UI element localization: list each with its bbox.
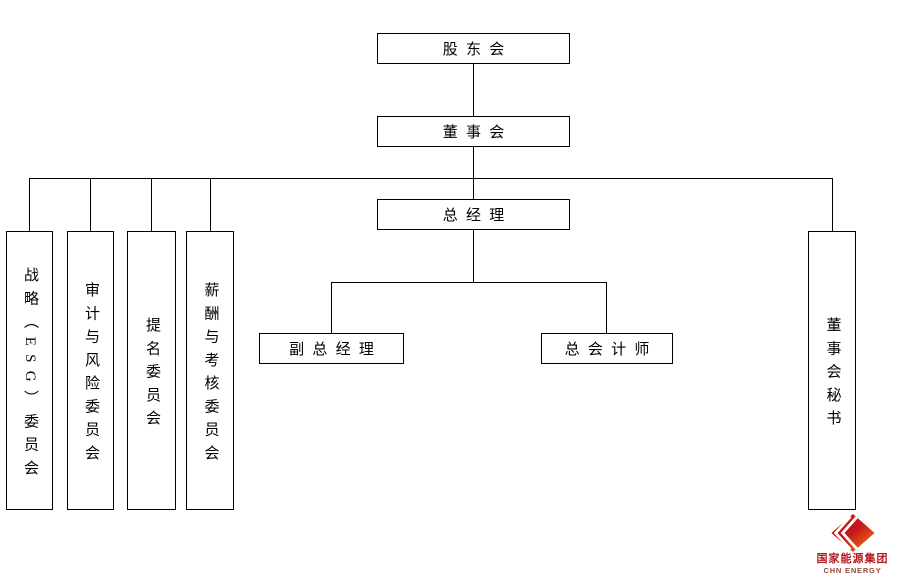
- node-nomination-committee-label: 提名委员会: [144, 316, 160, 433]
- node-compensation-assessment-committee: 薪酬与考核委员会: [186, 231, 234, 510]
- chn-energy-logo: 国家能源集团 CHN ENERGY: [805, 514, 897, 575]
- node-audit-risk-committee: 审计与风险委员会: [67, 231, 114, 510]
- node-audit-risk-committee-label: 审计与风险委员会: [83, 281, 99, 468]
- node-deputy-general-manager-label: 副总经理: [289, 342, 383, 358]
- logo-company-name-en: CHN ENERGY: [823, 566, 882, 575]
- node-shareholders-meeting-label: 股东会: [442, 42, 513, 58]
- edge-to-chief-accountant: [606, 282, 607, 333]
- node-board-of-directors-label: 董事会: [442, 125, 513, 141]
- logo-company-name-cn: 国家能源集团: [816, 553, 889, 565]
- edge-shareholders-to-board: [473, 64, 474, 116]
- edge-to-compensation-committee: [210, 178, 211, 231]
- node-board-secretary: 董事会秘书: [808, 231, 856, 510]
- edge-to-deputy-gm: [331, 282, 332, 333]
- node-general-manager: 总经理: [377, 199, 570, 230]
- node-deputy-general-manager: 副总经理: [259, 333, 404, 364]
- chn-energy-logo-icon: [830, 514, 875, 552]
- node-chief-accountant: 总会计师: [541, 333, 673, 364]
- edge-to-nomination-committee: [151, 178, 152, 231]
- node-strategy-esg-committee-label: 战略（ESG）委员会: [22, 266, 38, 483]
- edge-board-horizontal-line: [29, 178, 833, 179]
- edge-gm-horizontal-line: [331, 282, 607, 283]
- node-board-of-directors: 董事会: [377, 116, 570, 147]
- edge-to-strategy-committee: [29, 178, 30, 231]
- node-board-secretary-label: 董事会秘书: [824, 316, 841, 433]
- node-general-manager-label: 总经理: [442, 208, 513, 224]
- node-strategy-esg-committee: 战略（ESG）委员会: [6, 231, 53, 510]
- node-nomination-committee: 提名委员会: [127, 231, 176, 510]
- node-chief-accountant-label: 总会计师: [564, 342, 658, 358]
- node-shareholders-meeting: 股东会: [377, 33, 570, 64]
- node-compensation-assessment-committee-label: 薪酬与考核委员会: [202, 281, 219, 468]
- edge-to-board-secretary: [832, 178, 833, 231]
- edge-to-audit-committee: [90, 178, 91, 231]
- edge-gm-to-sub-line: [473, 230, 474, 282]
- edge-board-to-main-line: [473, 147, 474, 200]
